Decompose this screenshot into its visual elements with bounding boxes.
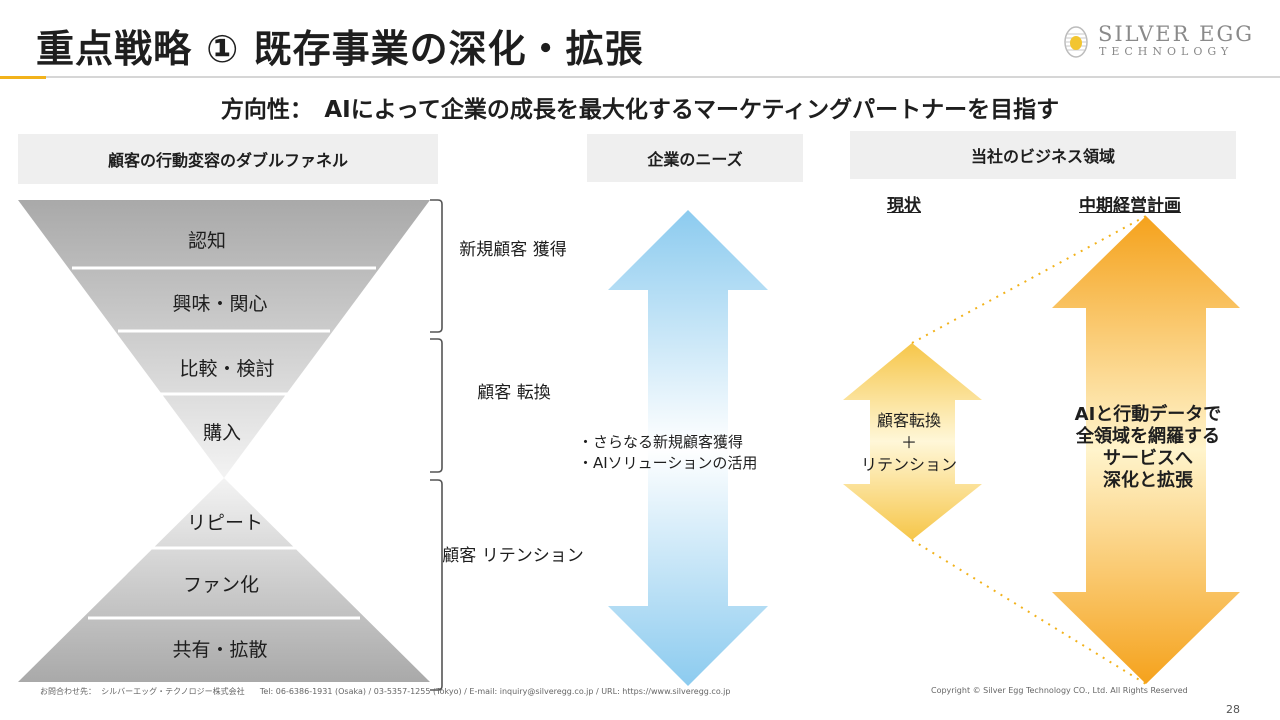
contact-footer: お問合わせ先： シルバーエッグ・テクノロジー株式会社 Tel: 06-6386-… bbox=[40, 687, 731, 696]
strategy-direction: 方向性： AIによって企業の成長を最大化するマーケティングパートナーを目指す bbox=[220, 97, 1060, 123]
current-scope-arrow bbox=[843, 343, 982, 540]
stage-awareness: 認知 bbox=[187, 230, 227, 252]
current-state-label: 現状 bbox=[887, 196, 921, 216]
funnel-brackets bbox=[430, 199, 443, 691]
retention-funnel bbox=[18, 478, 430, 682]
funnel-dividers bbox=[72, 266, 376, 620]
needs-header: 企業のニーズ bbox=[587, 134, 803, 182]
stage-comparison: 比較・検討 bbox=[179, 358, 275, 380]
expansion-guides bbox=[911, 215, 1147, 685]
egg-logo-icon bbox=[1064, 26, 1088, 58]
title-divider bbox=[0, 76, 1280, 78]
group-acquisition: 新規顧客 獲得 bbox=[459, 240, 567, 260]
current-scope-text: 顧客転換 ＋ リテンション bbox=[860, 411, 958, 474]
copyright-footer: Copyright © Silver Egg Technology CO., L… bbox=[931, 686, 1188, 695]
stage-purchase: 購入 bbox=[202, 422, 242, 444]
needs-bullet-list: ・さらなる新規顧客獲得 ・AIソリューションの活用 bbox=[578, 433, 758, 472]
plan-scope-text: AIと行動データで 全領域を網羅する サービスへ 深化と拡張 bbox=[1074, 404, 1222, 491]
logo-wordmark: SILVER EGG bbox=[1098, 22, 1254, 46]
stage-interest: 興味・関心 bbox=[172, 293, 268, 315]
logo-subtitle: TECHNOLOGY bbox=[1099, 45, 1234, 58]
title-accent-bar bbox=[0, 76, 46, 79]
stage-share: 共有・拡散 bbox=[172, 639, 268, 661]
stage-fan: ファン化 bbox=[182, 574, 260, 596]
business-domain-header: 当社のビジネス領域 bbox=[850, 131, 1236, 179]
page-number: 28 bbox=[1226, 703, 1240, 716]
plan-scope-arrow bbox=[1052, 216, 1240, 684]
funnel-header: 顧客の行動変容のダブルファネル bbox=[18, 134, 438, 184]
midterm-plan-label: 中期経営計画 bbox=[1079, 196, 1181, 216]
needs-double-arrow bbox=[608, 210, 768, 686]
slide-title: 重点戦略 ① 既存事業の深化・拡張 bbox=[36, 27, 644, 71]
group-retention: 顧客 リテンション bbox=[442, 546, 584, 566]
group-conversion: 顧客 転換 bbox=[477, 383, 551, 403]
stage-repeat: リピート bbox=[186, 512, 264, 534]
